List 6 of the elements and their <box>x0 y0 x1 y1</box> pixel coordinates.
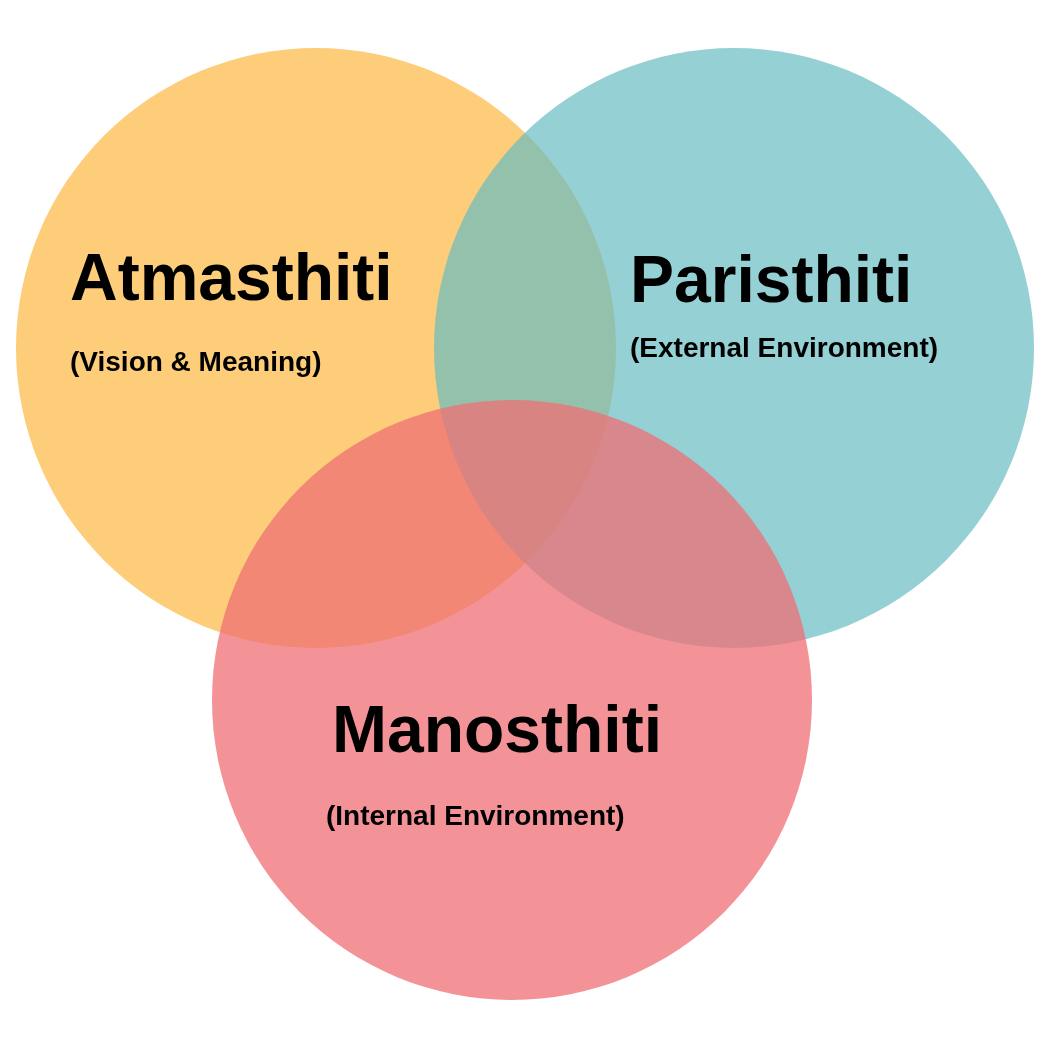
circle-subtitle: (Vision & Meaning) <box>70 348 322 376</box>
circle-subtitle: (External Environment) <box>630 334 939 362</box>
circle-title: Atmasthiti <box>70 244 393 310</box>
circle-subtitle: (Internal Environment) <box>326 802 625 830</box>
circle-title: Paristhiti <box>630 246 913 312</box>
circle-title: Manosthiti <box>332 696 662 762</box>
